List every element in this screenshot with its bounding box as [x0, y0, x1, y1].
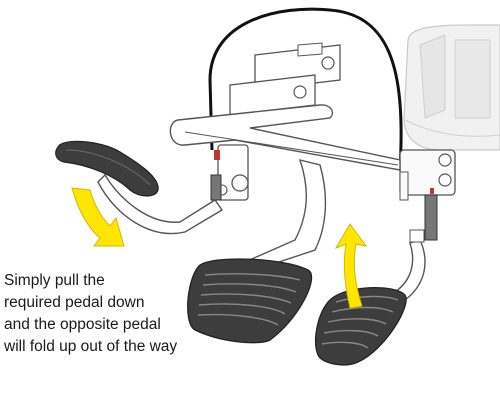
center-foot-plate — [187, 258, 313, 344]
cross-tube — [169, 104, 401, 171]
instruction-caption: Simply pull the required pedal down and … — [4, 270, 219, 358]
caption-line-3: and the opposite pedal — [4, 316, 161, 333]
yellow-curved-arrow-up-icon — [334, 223, 368, 309]
left-folded-pedal — [55, 140, 159, 197]
left-pivot — [210, 144, 249, 201]
caption-line-1: Simply pull the — [4, 272, 105, 289]
center-pedal-column — [242, 159, 327, 266]
caption-line-4: will fold up out of the way — [4, 338, 178, 355]
right-bracket — [399, 149, 456, 241]
left-pedal-arm — [97, 173, 224, 235]
right-foot-plate — [315, 287, 407, 366]
top-bracket — [229, 42, 341, 116]
caption-line-2: required pedal down — [4, 294, 145, 311]
release-cable — [208, 7, 403, 171]
seat-frame — [403, 24, 500, 151]
yellow-curved-arrow-down-icon — [71, 187, 125, 247]
